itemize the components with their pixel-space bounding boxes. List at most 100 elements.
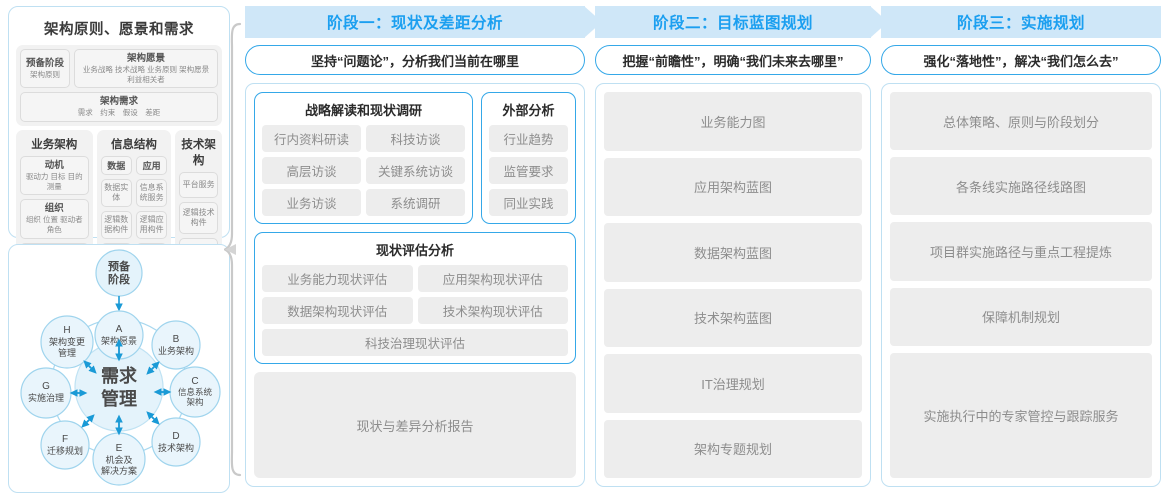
chevron-right-icon (584, 6, 602, 38)
brace-connector (224, 22, 242, 477)
list-item[interactable]: 架构专题规划 (604, 419, 862, 478)
svg-text:A: A (116, 324, 123, 335)
app-cell-service: 信息系统服务 (135, 179, 168, 207)
chip-item[interactable]: 科技治理现状评估 (262, 329, 568, 356)
phase-3-item-list: 总体策略、原则与阶段划分 各条线实施路径线路图 项目群实施路径与重点工程提炼 保… (890, 92, 1152, 479)
phase-3-header-text: 阶段三：实施规划 (956, 15, 1085, 32)
chip-item[interactable]: 行业趋势 (489, 125, 568, 152)
vision-caption: 架构愿景 (126, 53, 165, 64)
adm-node-F (40, 420, 90, 470)
pre-stage-sub: 架构原则 (30, 69, 60, 79)
svg-text:C: C (191, 376, 198, 387)
framework-top-section: 预备阶段 架构原则 架构愿景 业务战略 技术战略 业务原则 架构愿景 利益相关者… (16, 45, 222, 126)
svg-text:D: D (172, 431, 179, 442)
chip-item[interactable]: 行内资料研读 (262, 125, 361, 152)
phase-3: 阶段三：实施规划 强化“落地性”，解决“我们怎么去” 总体策略、原则与阶段划分 … (881, 6, 1161, 493)
app-cell-logical: 逻辑应用构件 (135, 211, 168, 239)
chip-item[interactable]: 业务访谈 (262, 189, 361, 216)
adm-center-line1: 需求 (101, 365, 138, 386)
phase-3-body: 总体策略、原则与阶段划分 各条线实施路径线路图 项目群实施路径与重点工程提炼 保… (881, 83, 1161, 487)
pillar-information-title: 信息结构 (110, 139, 157, 151)
adm-center-line2: 管理 (101, 388, 137, 409)
group-assessment-title: 现状评估分析 (375, 243, 454, 258)
phase-1-header-text: 阶段一：现状及差距分析 (326, 15, 503, 32)
svg-text:技术架构: 技术架构 (158, 442, 194, 453)
pillar-business-title: 业务架构 (31, 139, 78, 151)
svg-text:预备: 预备 (108, 259, 131, 273)
phase-1-subtitle-text: 坚持“问题论”，分析我们当前在哪里 (310, 53, 519, 69)
chevron-right-icon (870, 6, 888, 38)
list-item[interactable]: 总体策略、原则与阶段划分 (890, 92, 1152, 151)
phase-2-subtitle: 把握“前瞻性”，明确“我们未来去哪里” (595, 45, 871, 75)
svg-text:F: F (62, 434, 68, 445)
chip-item[interactable]: 数据架构现状评估 (262, 297, 413, 324)
svg-text:管理: 管理 (58, 347, 76, 358)
phase-1-subtitle: 坚持“问题论”，分析我们当前在哪里 (245, 45, 585, 75)
svg-text:E: E (116, 443, 123, 454)
chip-item[interactable]: 关键系统访谈 (366, 157, 465, 184)
phase-1-top-groups: 战略解读和现状调研 行内资料研读 科技访谈 高层访谈 关键系统访谈 (254, 92, 576, 224)
chip-item[interactable]: 应用架构现状评估 (417, 265, 568, 292)
business-block-motivation: 动机 驱动力 目标 目的 测量 (20, 156, 89, 196)
phase-1-header: 阶段一：现状及差距分析 (245, 6, 602, 38)
list-item[interactable]: 技术架构蓝图 (604, 288, 862, 347)
vision-sub: 业务战略 技术战略 业务原则 架构愿景 利益相关者 (82, 64, 210, 84)
svg-text:机会及: 机会及 (105, 454, 132, 465)
chip-item[interactable]: 业务能力现状评估 (262, 265, 413, 292)
list-item[interactable]: 实施执行中的专家管控与跟踪服务 (890, 352, 1152, 479)
chip-item[interactable]: 高层访谈 (262, 157, 361, 184)
list-item[interactable]: 业务能力图 (604, 92, 862, 151)
list-item[interactable]: IT治理规划 (604, 354, 862, 413)
svg-text:迁移规划: 迁移规划 (47, 445, 83, 456)
togaf-framework-card: 架构原则、愿景和需求 预备阶段 架构原则 架构愿景 业务战略 技术战略 业务原则… (8, 6, 230, 340)
chip-item[interactable]: 科技访谈 (366, 125, 465, 152)
framework-title: 架构原则、愿景和需求 (44, 22, 194, 38)
app-col-head: 应用 (135, 156, 168, 175)
list-item[interactable]: 项目群实施路径与重点工程提炼 (890, 222, 1152, 281)
svg-text:H: H (63, 325, 70, 336)
phase-3-header: 阶段三：实施规划 (881, 6, 1161, 38)
adm-cycle-card: 需求 管理 预备 阶段 A 架构愿景 B 业务架构 (8, 244, 230, 493)
data-cell-logical: 逻辑数据构件 (100, 211, 132, 239)
phase-1: 阶段一：现状及差距分析 坚持“问题论”，分析我们当前在哪里 战略解读和现状调研 … (245, 6, 602, 493)
pillar-technology-title: 技术架构 (181, 139, 216, 167)
list-item[interactable]: 保障机制规划 (890, 287, 1152, 346)
architecture-requirement-block: 架构需求 需求 约束 假设 差距 (20, 92, 218, 122)
data-col-head: 数据 (100, 156, 132, 175)
tech-cell-logical: 逻辑技术构件 (179, 202, 218, 234)
motivation-cap: 动机 (44, 160, 64, 171)
phase-1-body: 战略解读和现状调研 行内资料研读 科技访谈 高层访谈 关键系统访谈 (245, 83, 585, 487)
pre-stage-caption: 预备阶段 (25, 57, 64, 69)
requirement-caption: 架构需求 (99, 96, 138, 108)
left-panel: 架构原则、愿景和需求 预备阶段 架构原则 架构愿景 业务战略 技术战略 业务原则… (8, 6, 230, 493)
business-block-organization: 组织 组织 位置 驱动者 角色 (20, 199, 89, 239)
tech-cell-platform: 平台服务 (179, 172, 218, 198)
chip-item[interactable]: 同业实践 (489, 189, 568, 216)
phase-2: 阶段二：目标蓝图规划 把握“前瞻性”，明确“我们未来去哪里” 业务能力图 应用架… (595, 6, 888, 493)
svg-text:架构: 架构 (186, 397, 203, 407)
requirement-sub: 需求 约束 假设 差距 (77, 108, 161, 118)
list-item[interactable]: 各条线实施路径线路图 (890, 157, 1152, 216)
chip-item[interactable]: 监管要求 (489, 157, 568, 184)
list-item[interactable]: 数据架构蓝图 (604, 223, 862, 282)
svg-text:B: B (173, 334, 180, 345)
svg-text:架构变更: 架构变更 (49, 336, 85, 347)
pre-stage-block: 预备阶段 架构原则 (20, 49, 70, 89)
group-external-analysis: 外部分析 行业趋势 监管要求 同业实践 (481, 92, 576, 224)
svg-text:解决方案: 解决方案 (101, 465, 137, 476)
architecture-vision-block: 架构愿景 业务战略 技术战略 业务原则 架构愿景 利益相关者 (74, 49, 218, 89)
adm-cycle-diagram: 需求 管理 预备 阶段 A 架构愿景 B 业务架构 (20, 249, 221, 486)
phase-2-item-list: 业务能力图 应用架构蓝图 数据架构蓝图 技术架构蓝图 IT治理规划 架构专题规划 (604, 92, 862, 478)
group-current-state-assessment: 现状评估分析 业务能力现状评估 应用架构现状评估 数据架构现状评估 技术架构现状… (254, 232, 576, 364)
phase-2-header-text: 阶段二：目标蓝图规划 (652, 15, 813, 32)
adm-node-H (40, 315, 94, 369)
phase-1-report[interactable]: 现状与差异分析报告 (254, 372, 576, 478)
svg-text:阶段: 阶段 (108, 272, 130, 286)
chip-item[interactable]: 系统调研 (366, 189, 465, 216)
list-item[interactable]: 应用架构蓝图 (604, 157, 862, 216)
chip-item[interactable]: 技术架构现状评估 (417, 297, 568, 324)
adm-node-B (151, 320, 201, 370)
svg-text:业务架构: 业务架构 (158, 345, 194, 356)
phase-3-subtitle-text: 强化“落地性”，解决“我们怎么去” (923, 53, 1119, 69)
